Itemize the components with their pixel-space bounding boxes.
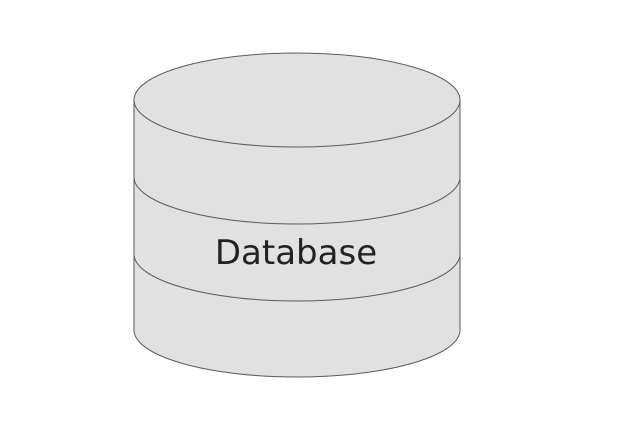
cylinder-body [133, 99, 461, 378]
cylinder-top [133, 52, 461, 148]
database-cylinder[interactable]: Database [133, 52, 461, 378]
database-label: Database [215, 233, 377, 273]
cylinder-band-line-2 [133, 253, 461, 302]
cylinder-band-line-1 [133, 176, 461, 225]
